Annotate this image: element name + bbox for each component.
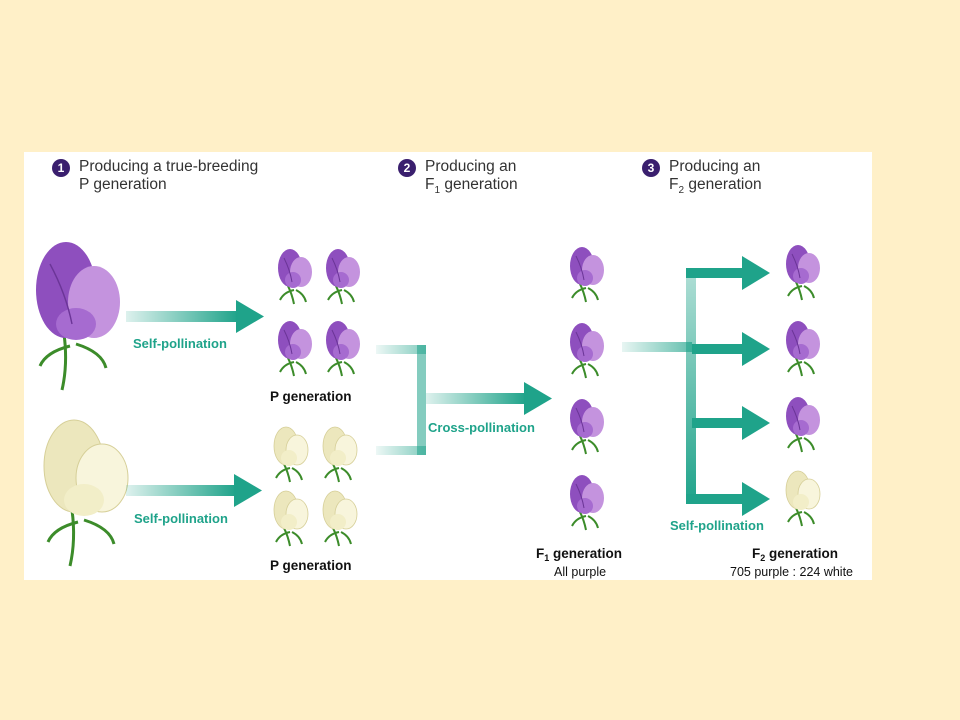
white-flower-icon bbox=[273, 426, 309, 483]
step-3-badge: 3 bbox=[642, 159, 660, 177]
f2-generation-group bbox=[785, 244, 821, 527]
purple-flower-icon bbox=[325, 320, 361, 377]
p-generation-label-top: P generation bbox=[270, 389, 352, 404]
step-1-line1: Producing a true-breeding bbox=[79, 158, 259, 175]
cross-pollination-arrow bbox=[376, 345, 552, 455]
f2-generation-label: F2 generation bbox=[752, 546, 838, 563]
step-1-badge: 1 bbox=[52, 159, 70, 177]
white-flower-icon bbox=[273, 490, 309, 547]
white-flower-icon bbox=[785, 470, 821, 527]
p-generation-white-group bbox=[273, 426, 358, 547]
step-3-title: Producing an F2 generation bbox=[669, 158, 762, 200]
p-generation-purple-group bbox=[277, 248, 361, 377]
parent-purple-flower-icon bbox=[36, 242, 120, 391]
purple-flower-icon bbox=[325, 248, 361, 305]
cross-pollination-label: Cross-pollination bbox=[428, 420, 535, 435]
step-3-line1: Producing an bbox=[669, 158, 761, 175]
f2-branch-arrows bbox=[622, 256, 770, 516]
cross-diagram: Self-pollination Self-pollination P gene… bbox=[36, 242, 853, 579]
purple-flower-icon bbox=[569, 322, 605, 379]
purple-flower-icon bbox=[785, 320, 821, 377]
purple-flower-icon bbox=[277, 320, 313, 377]
diagram-panel: 1 Producing a true-breeding P generation… bbox=[24, 152, 872, 580]
purple-flower-icon bbox=[277, 248, 313, 305]
step-1-line2: P generation bbox=[79, 176, 167, 193]
self-pollination-arrow-top bbox=[126, 300, 264, 333]
step-2-line1: Producing an bbox=[425, 158, 517, 175]
purple-flower-icon bbox=[569, 246, 605, 303]
step-3-header: 3 Producing an F2 generation bbox=[642, 158, 762, 200]
step-1-header: 1 Producing a true-breeding P generation bbox=[52, 158, 258, 194]
f1-generation-group bbox=[569, 246, 605, 531]
step-2-title: Producing an F1 generation bbox=[425, 158, 518, 200]
purple-flower-icon bbox=[569, 474, 605, 531]
f1-generation-label: F1 generation bbox=[536, 546, 622, 563]
purple-flower-icon bbox=[785, 396, 821, 453]
purple-flower-icon bbox=[569, 398, 605, 455]
self-pollination-label-top: Self-pollination bbox=[133, 336, 227, 351]
self-pollination-label-bottom: Self-pollination bbox=[134, 511, 228, 526]
step-1-title: Producing a true-breeding P generation bbox=[79, 158, 258, 194]
step-2-badge: 2 bbox=[398, 159, 416, 177]
self-pollination-label-f2: Self-pollination bbox=[670, 518, 764, 533]
step-2-header: 2 Producing an F1 generation bbox=[398, 158, 518, 200]
parent-white-flower-icon bbox=[43, 419, 129, 567]
f2-ratio-label: 705 purple : 224 white bbox=[730, 565, 853, 579]
white-flower-icon bbox=[322, 490, 358, 547]
p-generation-label-bottom: P generation bbox=[270, 558, 352, 573]
step-3-line2: F2 generation bbox=[669, 176, 762, 197]
step-2-line2: F1 generation bbox=[425, 176, 518, 197]
purple-flower-icon bbox=[785, 244, 821, 301]
white-flower-icon bbox=[322, 426, 358, 483]
f1-result-label: All purple bbox=[554, 565, 606, 579]
self-pollination-arrow-bottom bbox=[126, 474, 262, 507]
